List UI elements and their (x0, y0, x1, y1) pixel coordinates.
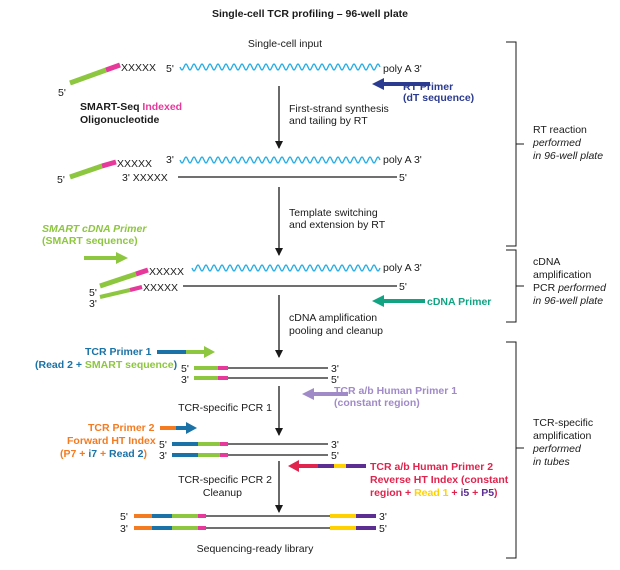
svg-text:3': 3' (181, 374, 189, 386)
rt-primer-sub: (dT sequence) (403, 92, 474, 104)
bracket-cdna (506, 249, 517, 323)
step-pcr2-1: TCR-specific PCR 2 (178, 474, 272, 486)
mrna2-wave (179, 156, 381, 164)
tcr-primer2-forward: Forward HT Index (67, 435, 156, 447)
oligo3-xxxxx: XXXXX (149, 266, 184, 278)
tcr-primer2-arrow (160, 422, 197, 434)
stage3-bottom-xxxxx: XXXXX (143, 282, 178, 294)
diagram-title: Single-cell TCR profiling – 96-well plat… (212, 8, 408, 20)
duplex-pcr1-input: 5' 3' 3' 5' (181, 363, 339, 386)
mrna2-poly-a: poly A 3' (383, 154, 422, 166)
svg-text:3': 3' (331, 363, 339, 375)
smart-seq-oligo: 5' XXXXX (58, 62, 156, 99)
tcr-primer1-arrow (157, 346, 215, 358)
smart-primer-sub: (SMART sequence) (42, 235, 138, 247)
mrna-five-prime: 5' (166, 63, 174, 75)
step-first-strand-1: First-strand synthesis (289, 103, 389, 115)
human-primer1-arrow (302, 388, 348, 400)
rt-primer (372, 78, 430, 90)
mrna2-three-prime: 3' (166, 154, 174, 166)
oligo-label-line1: SMART-Seq Indexed (80, 101, 182, 113)
stage3-five-prime: 5' (89, 287, 97, 299)
human-primer2-arrow (288, 460, 366, 472)
step-first-strand-2: and tailing by RT (289, 115, 368, 127)
mrna-wave (179, 63, 381, 71)
svg-text:5': 5' (159, 439, 167, 451)
step-amp-2: pooling and cleanup (289, 325, 383, 337)
bracket-tcr-4: in tubes (533, 456, 571, 468)
cdna-primer-label: cDNA Primer (427, 296, 491, 308)
svg-text:5': 5' (181, 363, 189, 375)
oligo-xxxxx: XXXXX (121, 62, 156, 74)
svg-text:3': 3' (159, 450, 167, 462)
svg-text:5': 5' (120, 511, 128, 523)
bracket-tcr-1: TCR-specific (533, 417, 593, 429)
human-primer2-label: TCR a/b Human Primer 2 (370, 461, 493, 473)
sequencing-ready-library: 5' 3' 3' 5' (120, 511, 387, 535)
human-primer1-label: TCR a/b Human Primer 1 (334, 385, 457, 397)
bracket-rt-2: performed (532, 137, 582, 149)
rt-primer-label: RT Primer (403, 81, 453, 93)
step-switch-1: Template switching (289, 207, 378, 219)
bracket-rt (506, 41, 517, 247)
smart-primer-label: SMART cDNA Primer (42, 223, 147, 235)
tcr-primer1-sub: (Read 2 + SMART sequence) (35, 359, 177, 371)
bracket-cdna-3: PCR performed (533, 282, 607, 294)
mrna-poly-a: poly A 3' (383, 63, 422, 75)
oligo-stage3: XXXXX (99, 266, 184, 289)
stage3-three-prime: 3' (89, 298, 97, 310)
cdna3-five-prime: 5' (399, 281, 407, 293)
svg-text:3': 3' (331, 439, 339, 451)
tcr-primer2-sub: (P7 + i7 + Read 2) (60, 448, 147, 460)
bracket-rt-3: in 96-well plate (533, 150, 603, 162)
svg-text:5': 5' (379, 523, 387, 535)
bracket-tcr-3: performed (532, 443, 582, 455)
bracket-cdna-4: in 96-well plate (533, 295, 603, 307)
step-final-library: Sequencing-ready library (197, 543, 314, 555)
human-primer2-reverse: Reverse HT Index (constant (370, 474, 509, 486)
bracket-cdna-2: amplification (533, 269, 592, 281)
cdna-primer-arrow (372, 295, 425, 307)
oligo-stage2: 5' XXXXX (57, 158, 152, 186)
svg-text:5': 5' (331, 450, 339, 462)
cdna-three-xxxxx: 3' XXXXX (122, 172, 168, 184)
oligo2-five-prime: 5' (57, 174, 65, 186)
bracket-rt-1: RT reaction (533, 124, 587, 136)
mrna3-poly-a: poly A 3' (383, 262, 422, 274)
oligo2-xxxxx: XXXXX (117, 158, 152, 170)
oligo-five-prime: 5' (58, 87, 66, 99)
step-single-cell-input: Single-cell input (248, 38, 322, 50)
step-pcr1: TCR-specific PCR 1 (178, 402, 272, 414)
svg-text:3': 3' (379, 511, 387, 523)
bracket-cdna-1: cDNA (533, 256, 560, 268)
step-amp-1: cDNA amplification (289, 312, 377, 324)
smart-primer-arrow (84, 252, 128, 264)
human-primer2-sub: region + Read 1 + i5 + P5) (370, 487, 498, 499)
tcr-primer2-label: TCR Primer 2 (88, 422, 155, 434)
bracket-tcr-2: amplification (533, 430, 592, 442)
bracket-tcr (506, 341, 517, 559)
oligo-label-line2: Oligonucleotide (80, 114, 159, 126)
step-switch-2: and extension by RT (289, 219, 386, 231)
tcr-primer1-label: TCR Primer 1 (85, 346, 152, 358)
mrna3-wave (191, 264, 381, 272)
step-pcr2-2: Cleanup (203, 487, 242, 499)
svg-text:5': 5' (331, 374, 339, 386)
cdna-five-prime: 5' (399, 172, 407, 184)
svg-text:3': 3' (120, 523, 128, 535)
duplex-pcr2-input: 5' 3' 3' 5' (159, 439, 339, 462)
human-primer1-sub: (constant region) (334, 397, 420, 409)
